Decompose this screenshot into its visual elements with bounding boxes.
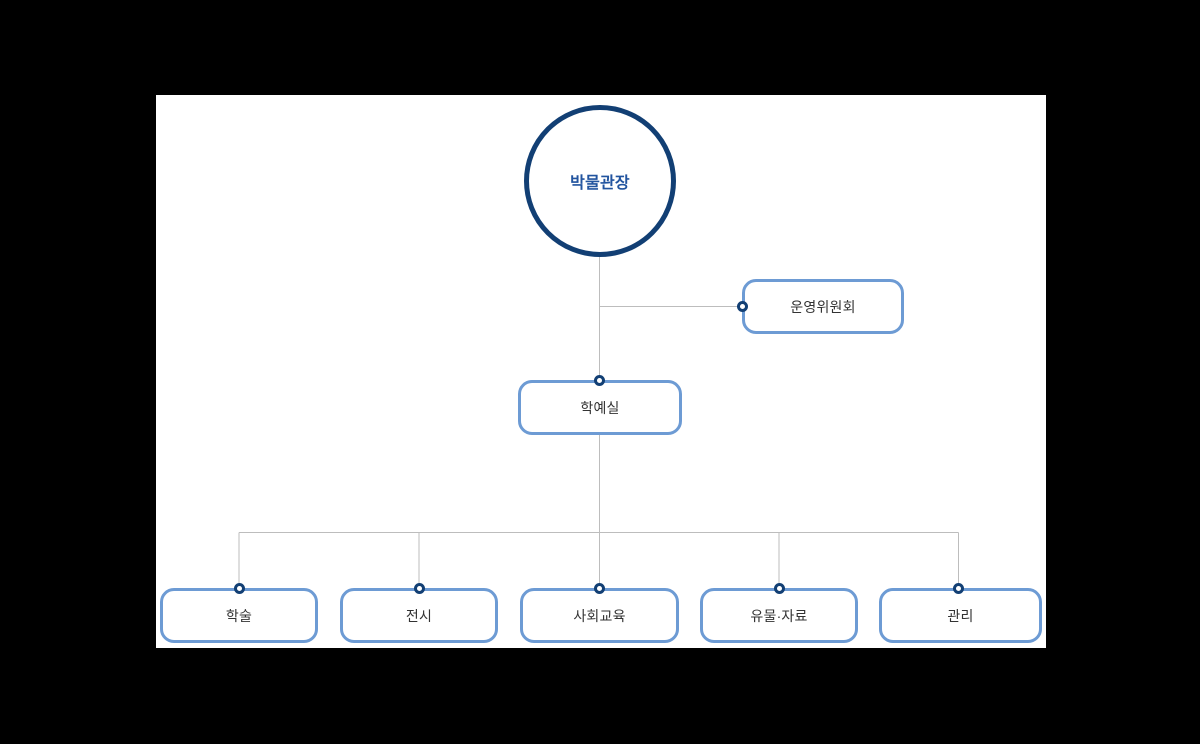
port-curatorial-top	[594, 374, 605, 386]
node-team-academic-label: 학술	[225, 607, 253, 624]
port-team-administration-top	[953, 582, 964, 594]
node-operating-committee[interactable]: 운영위원회	[742, 279, 904, 334]
node-team-administration[interactable]: 관리	[879, 588, 1042, 643]
node-team-social-education[interactable]: 사회교육	[520, 588, 679, 643]
node-team-artifacts-archives[interactable]: 유물·자료	[700, 588, 858, 643]
port-team-academic-top	[233, 582, 245, 594]
node-team-social-education-label: 사회교육	[573, 607, 626, 624]
port-committee-left	[737, 301, 748, 312]
node-root-label: 박물관장	[570, 175, 630, 192]
org-chart-canvas: 박물관장 운영위원회 학예실 학술 전시 사회교육 유물·자료 관리	[156, 95, 1046, 648]
port-team-social-education-top	[594, 582, 605, 594]
node-team-exhibition[interactable]: 전시	[340, 588, 498, 643]
node-team-exhibition-label: 전시	[405, 607, 433, 624]
node-team-administration-label: 관리	[947, 607, 974, 624]
node-committee-label: 운영위원회	[790, 298, 856, 315]
port-team-artifacts-archives-top	[773, 582, 785, 594]
node-curatorial-label: 학예실	[580, 399, 620, 416]
node-team-artifacts-archives-label: 유물·자료	[750, 607, 808, 624]
node-team-academic[interactable]: 학술	[160, 588, 318, 643]
node-root-director[interactable]: 박물관장	[524, 105, 676, 257]
port-team-exhibition-top	[413, 582, 425, 594]
node-curatorial-office[interactable]: 학예실	[518, 380, 682, 435]
